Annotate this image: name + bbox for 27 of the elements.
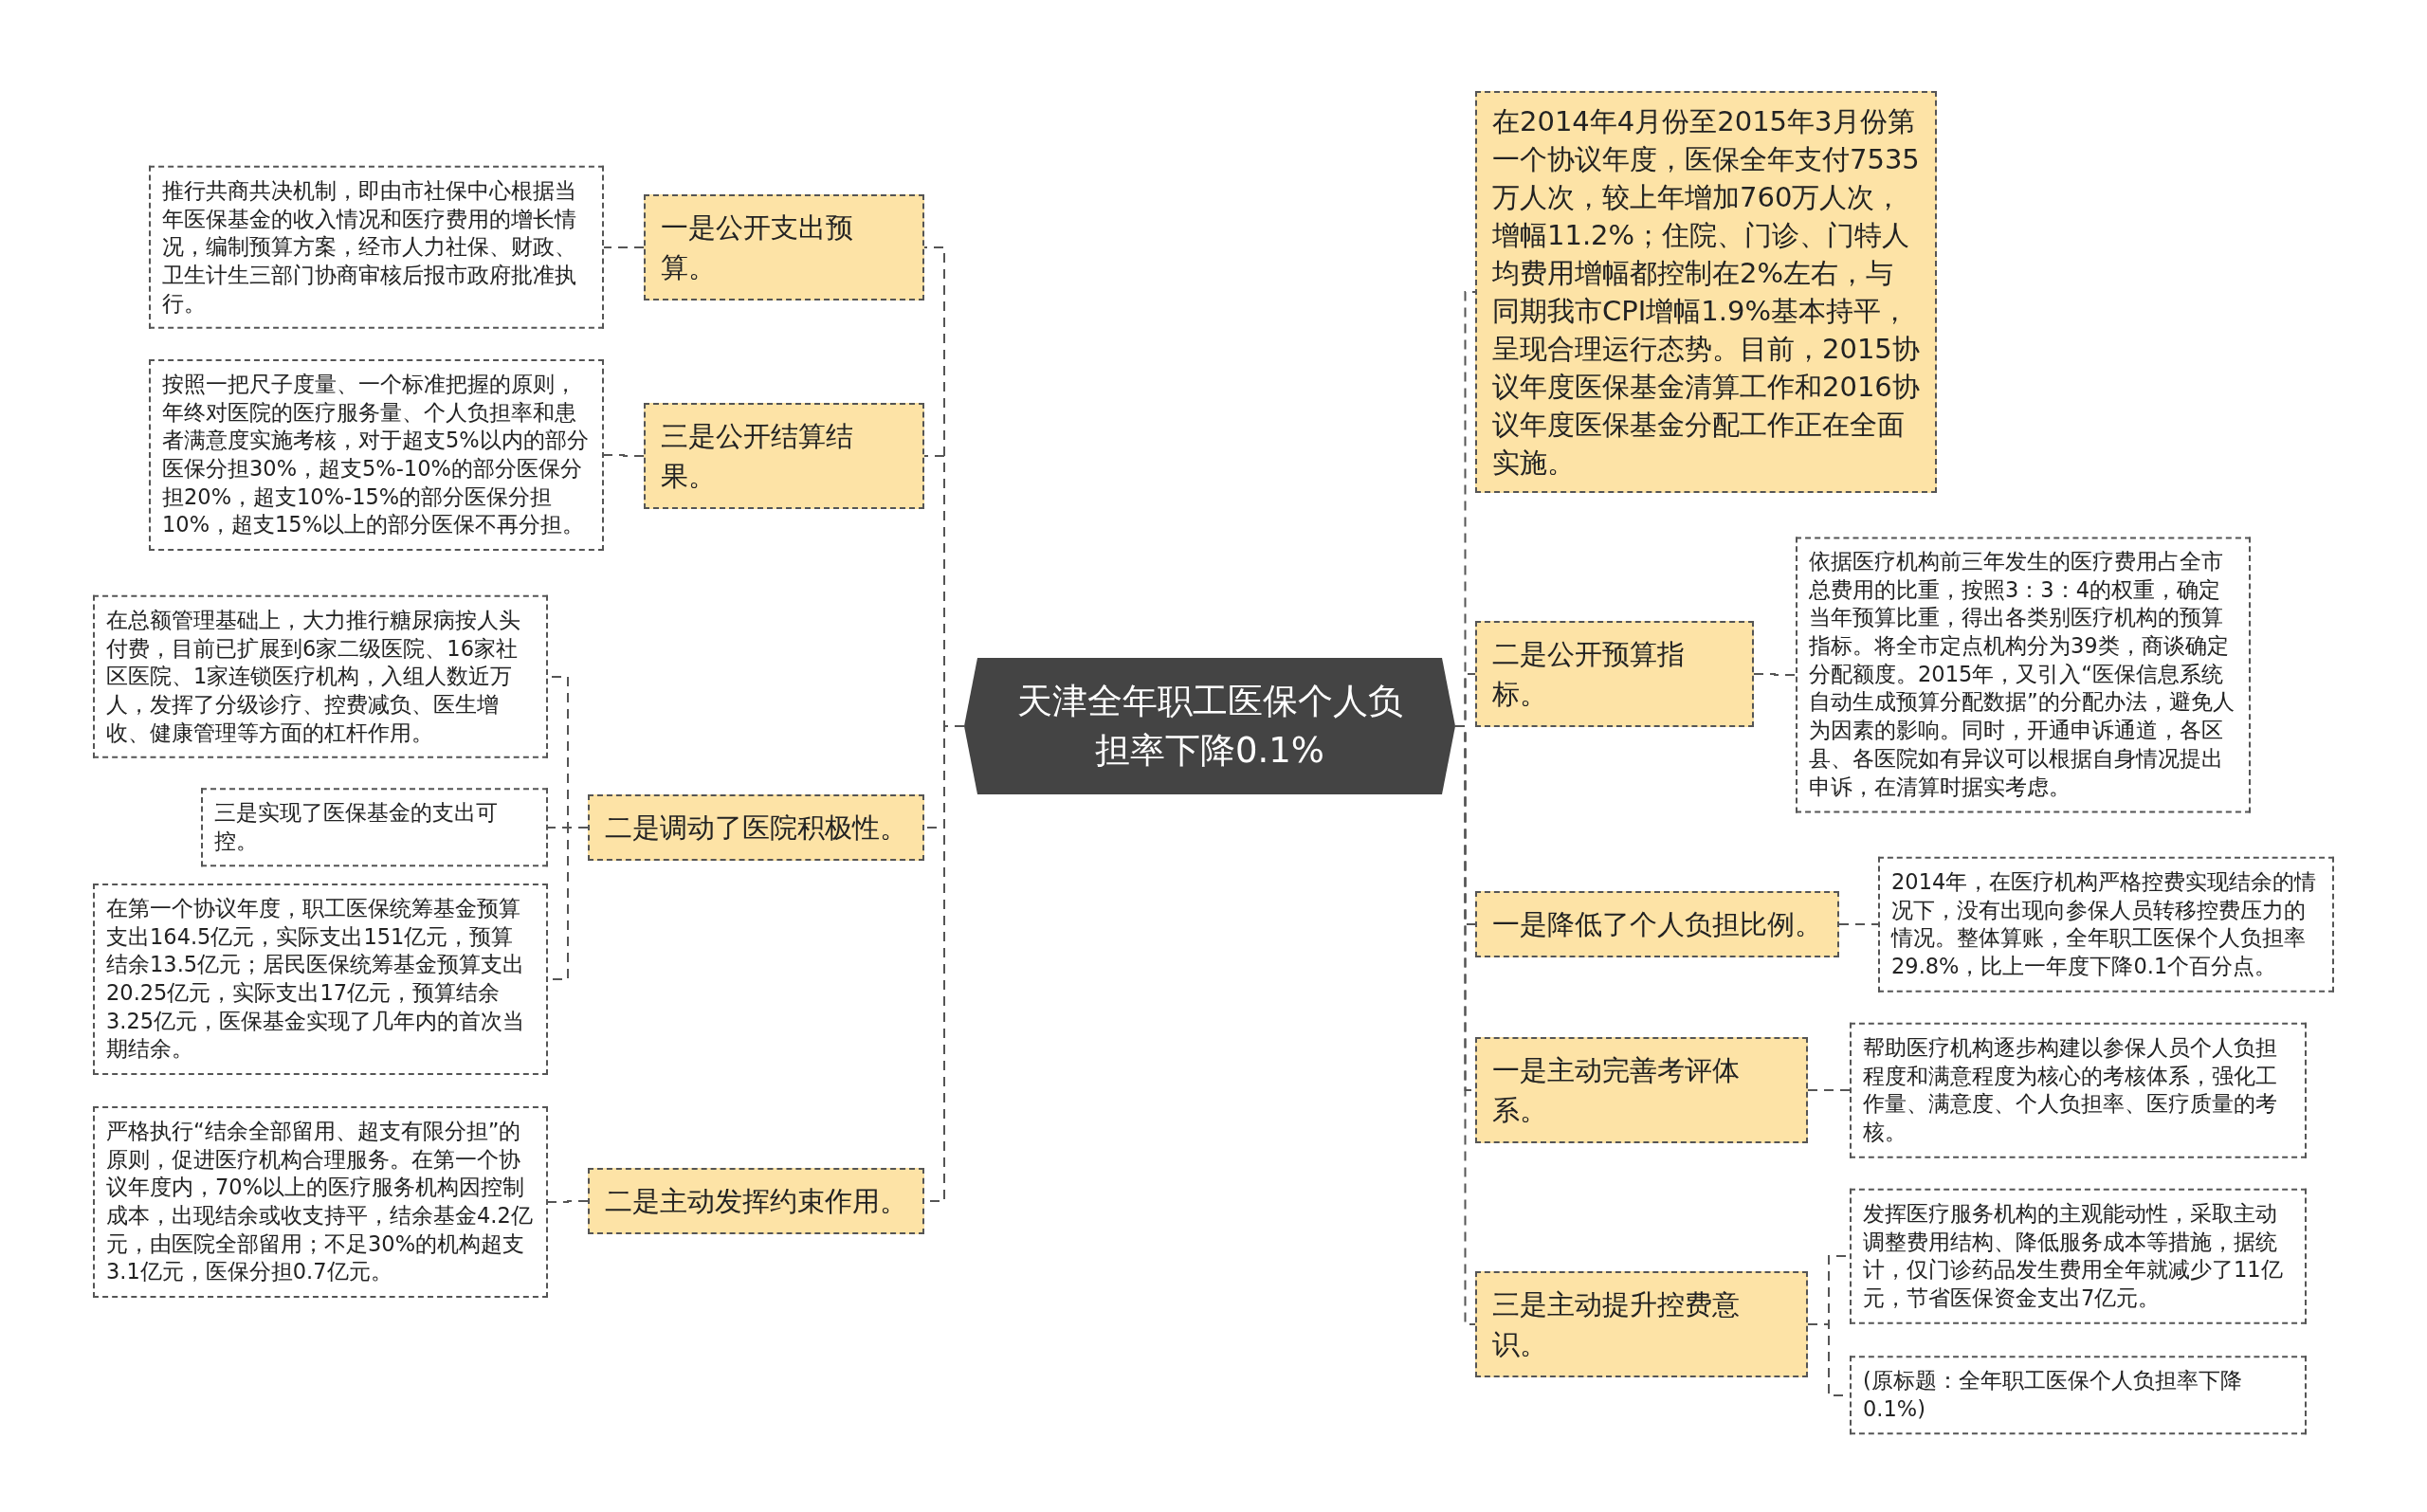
note-box: 发挥医疗服务机构的主观能动性，采取主动调整费用结构、降低服务成本等措施，据统计，仅门诊药品发生费用全年就减少了11亿元，节省医保资金支出7亿元。 (1850, 1188, 2307, 1324)
note-box: 严格执行“结余全部留用、超支有限分担”的原则，促进医疗机构合理服务。在第一个协议年度内，70%以上的医疗服务机构因控制成本，出现结余或收支持平，结余基金4.2亿元，由医院全部留用；不足30%的机构超支3.1亿元，医保分担0.7亿元。 (93, 1105, 548, 1299)
branch-box: 二是主动发挥约束作用。 (588, 1168, 924, 1234)
note-box: 按照一把尺子度量、一个标准把握的原则，年终对医院的医疗服务量、个人负担率和患者满意度实施考核，对于超支5%以内的部分医保分担30%，超支5%-10%的部分医保分担20%，超支10%-15%的部分医保分担10%，超支15%以上的部分医保不再分担。 (149, 358, 604, 552)
branch-box: 一是公开支出预算。 (644, 193, 924, 301)
connector (1838, 923, 1879, 925)
branch-box: 三是主动提升控费意识。 (1475, 1270, 1808, 1378)
note-box: 在第一个协议年度，职工医保统筹基金预算支出164.5亿元，实际支出151亿元，预算结余13.5亿元；居民医保统筹基金预算支出20.25亿元，实际支出17亿元，预算结余3.25亿元，医保基金实现了几年内的首次当期结余。 (93, 883, 548, 1076)
note-box: 2014年，在医疗机构严格控费实现结余的情况下，没有出现向参保人员转移控费压力的情况。整体算账，全年职工医保个人负担率29.8%，比上一年度下降0.1个百分点。 (1878, 856, 2334, 993)
connector (603, 454, 645, 457)
note-box: 在总额管理基础上，大力推行糖尿病按人头付费，目前已扩展到6家二级医院、16家社区医院、1家连锁医疗机构，入组人数近万人，发挥了分级诊疗、控费减负、医生增收、健康管理等方面的杠杆作用。 (93, 594, 548, 759)
branch-box: 一是主动完善考评体系。 (1475, 1036, 1808, 1144)
note-box: 推行共商共决机制，即由市社保中心根据当年医保基金的收入情况和医疗费用的增长情况，编制预算方案，经市人力社保、财政、卫生计生三部门协商审核后报市政府批准执行。 (149, 165, 604, 330)
note-box: 帮助医疗机构逐步构建以参保人员个人负担程度和满意程度为核心的考核体系，强化工作量、满意度、个人负担率、医疗质量的考核。 (1850, 1022, 2307, 1158)
connector (1807, 1089, 1851, 1091)
branch-box: 三是公开结算结果。 (644, 402, 924, 510)
connector (1753, 673, 1797, 676)
connector (547, 1200, 589, 1203)
note-box: 三是实现了医保基金的支出可控。 (201, 788, 548, 867)
note-box: 依据医疗机构前三年发生的医疗费用占全市总费用的比重，按照3：3：4的权重，确定当年预算比重，得出各类别医疗机构的预算指标。将全市定点机构分为39类，商谈确定分配额度。2015年，又引入“医保信息系统自动生成预算分配数据”的分配办法，避免人为因素的影响。同时，开通申诉通道，各区县、各医院如有异议可以根据自身情况提出申诉，在清算时据实考虑。 (1796, 537, 2251, 813)
branch-box: 一是降低了个人负担比例。 (1475, 891, 1839, 957)
branch-box: 二是调动了医院积极性。 (588, 794, 924, 861)
connector (603, 246, 645, 248)
text-box: 在2014年4月份至2015年3月份第一个协议年度，医保全年支付7535万人次，较上年增加760万人次，增幅11.2%；住院、门诊、门特人均费用增幅都控制在2%左右，与同期我市CPI增幅1.9%基本持平，呈现合理运行态势。目前，2015协议年度医保基金清算工作和2016协议年度医保基金分配工作正在全面实施。 (1475, 90, 1937, 494)
topic-box: 天津全年职工医保个人负担率下降0.1% (964, 658, 1455, 794)
note-box: (原标题：全年职工医保个人负担率下降0.1%) (1850, 1356, 2307, 1435)
branch-box: 二是公开预算指标。 (1475, 620, 1754, 728)
